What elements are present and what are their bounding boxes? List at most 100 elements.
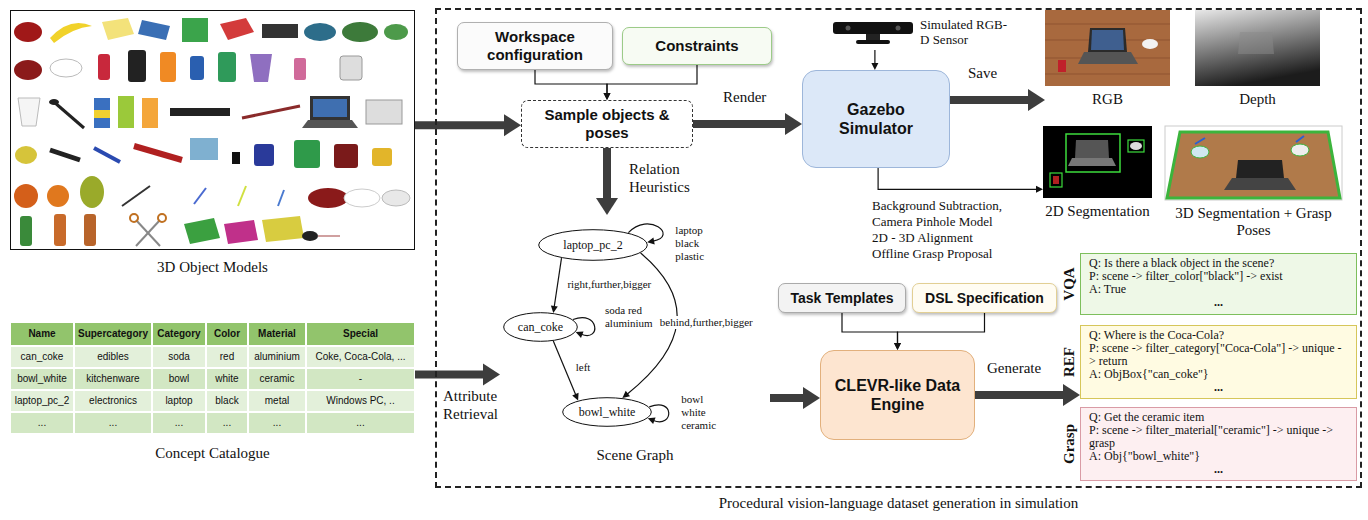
illustration-part bbox=[372, 148, 392, 166]
panel-tag: VQA bbox=[1061, 267, 1078, 300]
arrow-head bbox=[596, 198, 618, 215]
flow-arrow bbox=[596, 148, 618, 215]
edge-label: Save bbox=[966, 64, 999, 82]
illustration-part bbox=[18, 98, 40, 126]
illustration-part bbox=[14, 184, 38, 208]
illustration-part bbox=[342, 22, 378, 42]
flow-arrow bbox=[415, 114, 521, 136]
flow-arrow bbox=[770, 387, 820, 409]
table-cell: kitchenware bbox=[74, 368, 152, 390]
illustration-part bbox=[14, 22, 42, 42]
illustration-part bbox=[102, 18, 134, 40]
task-panel: VQAQ: Is there a black object in the sce… bbox=[1080, 253, 1357, 315]
table-cell: ... bbox=[206, 412, 248, 434]
illustration-part bbox=[190, 56, 204, 80]
connector-line bbox=[693, 120, 786, 128]
image-caption: RGB bbox=[1045, 91, 1170, 108]
connector-line bbox=[950, 96, 1029, 104]
simulator-box: Gazebo Simulator bbox=[802, 70, 950, 168]
edge-label: left bbox=[574, 361, 593, 374]
illustration-part bbox=[262, 24, 298, 38]
image-caption: Depth bbox=[1195, 91, 1320, 108]
illustration-part bbox=[80, 176, 104, 208]
table-cell: soda bbox=[152, 346, 206, 368]
panel-line: P: scene -> filter_material["ceramic"] -… bbox=[1089, 424, 1348, 450]
illustration-part bbox=[302, 231, 318, 241]
illustration-part bbox=[1045, 10, 1170, 86]
box-label: Constraints bbox=[655, 37, 738, 55]
illustration-part bbox=[1043, 126, 1152, 198]
edge-label: Attribute Retrieval bbox=[441, 387, 507, 423]
illustration-part bbox=[50, 59, 82, 77]
illustration-part bbox=[1128, 140, 1144, 152]
illustration-part bbox=[94, 148, 120, 162]
illustration-part bbox=[334, 144, 358, 168]
connector-line bbox=[770, 394, 804, 402]
connector-line bbox=[535, 70, 607, 94]
edge-label: Render bbox=[721, 88, 768, 106]
illustration-part bbox=[194, 188, 206, 204]
box-label: DSL Specification bbox=[925, 290, 1044, 307]
illustration-part bbox=[262, 216, 304, 242]
ellipse-shape bbox=[539, 230, 648, 261]
illustration-part bbox=[20, 216, 32, 246]
illustration-part bbox=[302, 120, 358, 128]
illustration-part bbox=[1091, 30, 1124, 50]
dsl-box: DSL Specification bbox=[912, 283, 1057, 313]
illustration-part bbox=[1050, 173, 1062, 187]
scene-graph-group: Scene Graphlaptop_pc_2can_cokebowl_white bbox=[500, 215, 770, 468]
arrow-head bbox=[894, 343, 901, 350]
illustration-part bbox=[94, 110, 110, 118]
table-cell: can_coke bbox=[10, 346, 74, 368]
edge-label: Generate bbox=[985, 359, 1043, 377]
template-box: Task Templates bbox=[778, 283, 906, 313]
graph-node-label: can_coke bbox=[518, 320, 563, 334]
relation-arrow bbox=[535, 70, 611, 100]
table-cell: aluminium bbox=[248, 346, 306, 368]
table-cell: ceramic bbox=[248, 368, 306, 390]
illustration-part bbox=[15, 146, 37, 164]
panel-line: ... bbox=[1089, 296, 1348, 309]
illustration-part bbox=[1195, 136, 1304, 144]
flow-arrow bbox=[975, 384, 1080, 406]
edge-label: bowl white ceramic bbox=[679, 393, 718, 432]
illustration-part bbox=[310, 96, 350, 120]
graph-node: laptop_pc_2 bbox=[538, 229, 648, 261]
illustration-part bbox=[340, 56, 362, 80]
illustration-part bbox=[308, 188, 348, 208]
illustration-part bbox=[50, 150, 80, 160]
arrow-head bbox=[1028, 89, 1045, 111]
arrow-head bbox=[1063, 384, 1080, 406]
illustration-part bbox=[49, 99, 59, 105]
illustration-part bbox=[1165, 126, 1342, 200]
box-label: CLEVR-like Data Engine bbox=[833, 376, 962, 414]
panel-line: A: ObjBox{"can_coke"} bbox=[1089, 368, 1348, 381]
connector-line bbox=[898, 313, 985, 344]
figure-caption: Procedural vision-language dataset gener… bbox=[437, 494, 1360, 512]
illustration-part bbox=[1075, 140, 1109, 158]
illustration-part bbox=[344, 189, 380, 207]
table-header-cell: Supercategory bbox=[74, 322, 152, 346]
illustration-part bbox=[136, 220, 160, 246]
table-header-cell: Name bbox=[10, 322, 74, 346]
illustration-part bbox=[1130, 142, 1142, 150]
edge-label: Background Subtraction, Camera Pinhole M… bbox=[870, 198, 1006, 262]
panel-line: Q: Is there a black object in the scene? bbox=[1089, 257, 1348, 270]
table-cell: white bbox=[206, 368, 248, 390]
arrow-head bbox=[622, 391, 630, 398]
panel-tag: Grasp bbox=[1061, 424, 1078, 464]
illustration-part bbox=[896, 26, 901, 31]
illustration-part bbox=[14, 60, 42, 80]
arrow-head bbox=[648, 418, 656, 425]
illustration-part bbox=[294, 140, 320, 168]
graph-node: bowl_white bbox=[562, 397, 652, 427]
illustration-part bbox=[384, 24, 408, 40]
table-cell: ... bbox=[10, 412, 74, 434]
depth-image bbox=[1195, 10, 1320, 86]
panel-line: Q: Get the ceramic item bbox=[1089, 411, 1348, 424]
illustration-part bbox=[1088, 28, 1127, 52]
sampler-box: Sample objects & poses bbox=[521, 100, 693, 148]
panel-line: P: scene -> filter_color["black"] -> exi… bbox=[1089, 270, 1348, 283]
task-panel: REFQ: Where is the Coca-Cola?P: scene ->… bbox=[1080, 325, 1357, 399]
depth-output: Depth bbox=[1195, 10, 1320, 110]
